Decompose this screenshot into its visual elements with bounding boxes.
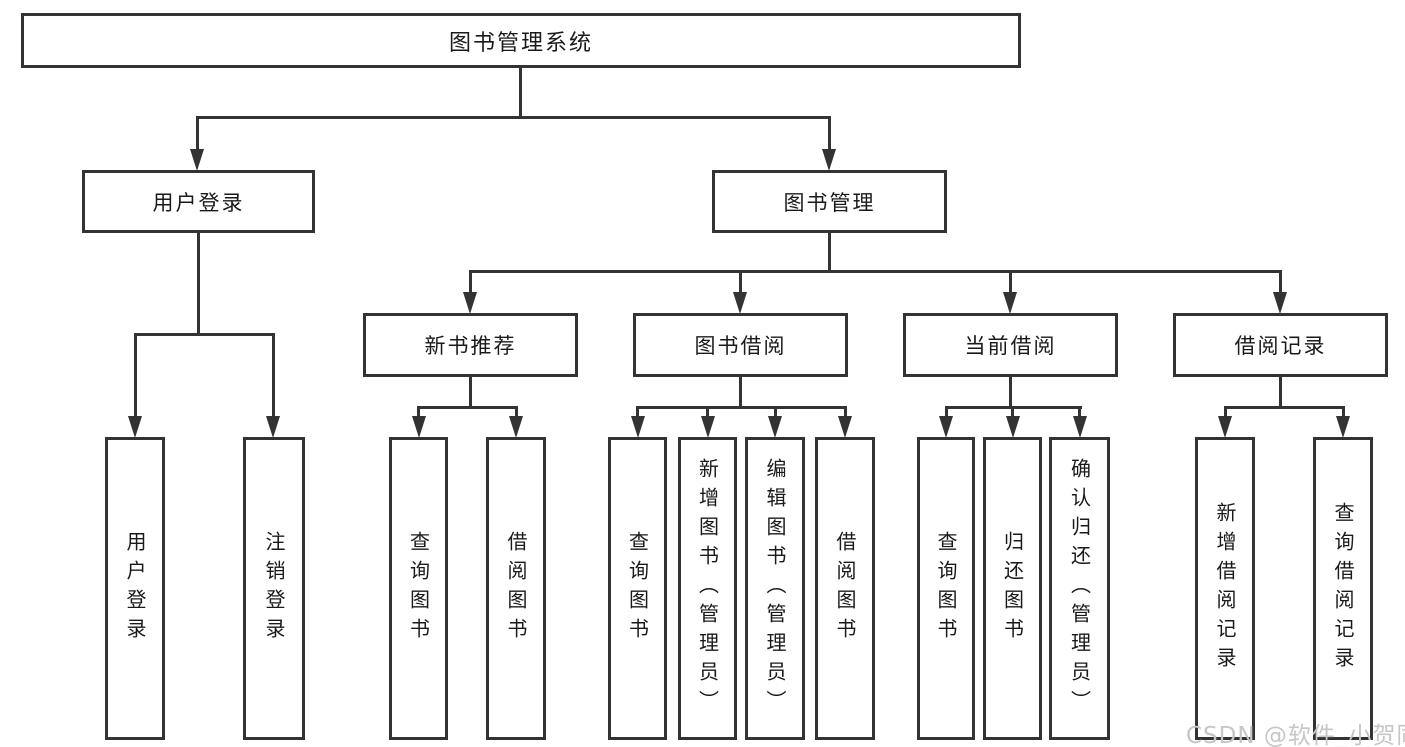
node-logout-leaf: 注销登录 — [243, 437, 305, 740]
connector-line — [706, 406, 709, 419]
connector-line — [195, 116, 831, 119]
connector-line — [1008, 377, 1012, 409]
arrow-down-icon — [1218, 416, 1232, 438]
node-current-borrowing: 当前借阅 — [903, 313, 1118, 377]
connector-line — [196, 233, 200, 336]
node-book-borrowing: 图书借阅 — [633, 313, 848, 377]
connector-line — [468, 270, 472, 295]
arrow-down-icon — [1003, 292, 1017, 314]
connector-line — [518, 68, 522, 118]
arrow-down-icon — [939, 416, 953, 438]
connector-line — [773, 406, 777, 419]
node-add-books-admin-label: 新增图书（管理员） — [695, 458, 720, 719]
arrow-down-icon — [1072, 416, 1087, 438]
arrow-down-icon — [190, 149, 204, 171]
connector-line — [1278, 377, 1282, 409]
node-library-system: 图书管理系统 — [21, 13, 1021, 68]
node-rec-query-books-label: 查询图书 — [406, 530, 431, 647]
arrow-down-icon — [768, 416, 782, 438]
arrow-down-icon — [1005, 416, 1020, 438]
node-new-book-recommend: 新书推荐 — [363, 313, 578, 377]
node-user-login-leaf-label: 用户登录 — [123, 530, 147, 647]
connector-line — [1278, 270, 1282, 295]
node-book-borrowing-label: 图书借阅 — [694, 334, 787, 358]
node-add-borrow-record-label: 新增借阅记录 — [1213, 501, 1237, 676]
connector-line — [1223, 406, 1227, 419]
arrow-down-icon — [822, 149, 836, 171]
connector-line — [195, 116, 199, 152]
node-user-login: 用户登录 — [82, 170, 315, 233]
node-rec-borrow-books-label: 借阅图书 — [504, 530, 528, 647]
node-borrow-borrow-books-label: 借阅图书 — [833, 530, 857, 647]
connector-line — [514, 406, 518, 419]
connector-line — [843, 406, 847, 419]
arrow-down-icon — [266, 416, 280, 438]
node-logout-leaf-label: 注销登录 — [262, 530, 286, 647]
node-edit-books-admin: 编辑图书（管理员） — [745, 437, 805, 740]
connector-line — [1078, 406, 1081, 419]
connector-line — [417, 406, 518, 409]
node-current-query-books-label: 查询图书 — [934, 530, 958, 647]
connector-line — [468, 377, 472, 409]
connector-line — [133, 333, 137, 417]
connector-line — [738, 377, 742, 409]
node-rec-borrow-books: 借阅图书 — [486, 437, 546, 740]
connector-line — [133, 333, 275, 336]
connector-line — [468, 270, 1282, 273]
connector-line — [271, 333, 275, 417]
connector-line — [738, 270, 742, 295]
arrow-down-icon — [838, 416, 852, 438]
arrow-down-icon — [733, 292, 747, 314]
node-return-books-label: 归还图书 — [1000, 530, 1025, 647]
node-query-borrow-record-label: 查询借阅记录 — [1331, 501, 1355, 676]
connector-line — [1008, 270, 1012, 295]
node-user-login-leaf: 用户登录 — [105, 437, 165, 740]
arrow-down-icon — [630, 416, 645, 438]
arrow-down-icon — [509, 416, 523, 438]
node-book-management-label: 图书管理 — [783, 190, 876, 215]
node-query-borrow-record: 查询借阅记录 — [1313, 437, 1373, 740]
node-borrow-query-books-label: 查询图书 — [625, 530, 650, 647]
connector-line — [1011, 406, 1014, 419]
connector-line — [636, 406, 639, 419]
arrow-down-icon — [411, 416, 426, 438]
node-borrow-query-books: 查询图书 — [608, 437, 667, 740]
node-edit-books-admin-label: 编辑图书（管理员） — [763, 458, 787, 719]
node-borrowing-records-label: 借阅记录 — [1234, 334, 1327, 358]
node-current-query-books: 查询图书 — [917, 437, 975, 740]
arrow-down-icon — [128, 416, 142, 438]
node-borrowing-records: 借阅记录 — [1173, 313, 1388, 377]
connector-line — [944, 406, 948, 419]
arrow-down-icon — [1336, 416, 1350, 438]
node-borrow-borrow-books: 借阅图书 — [815, 437, 875, 740]
connector-line — [827, 233, 831, 273]
connector-line — [417, 406, 420, 419]
arrow-down-icon — [700, 416, 715, 438]
node-confirm-return-admin: 确认归还（管理员） — [1049, 437, 1110, 740]
node-return-books: 归还图书 — [983, 437, 1042, 740]
connector-line — [827, 116, 831, 152]
node-current-borrowing-label: 当前借阅 — [964, 334, 1057, 358]
node-new-book-recommend-label: 新书推荐 — [424, 334, 517, 358]
connector-line — [1341, 406, 1345, 419]
node-add-books-admin: 新增图书（管理员） — [678, 437, 737, 740]
node-confirm-return-admin-label: 确认归还（管理员） — [1067, 458, 1092, 719]
connector-line — [636, 406, 847, 409]
node-rec-query-books: 查询图书 — [389, 437, 448, 740]
node-book-management: 图书管理 — [712, 170, 947, 233]
node-library-system-label: 图书管理系统 — [448, 30, 593, 56]
node-user-login-label: 用户登录 — [152, 190, 245, 215]
node-add-borrow-record: 新增借阅记录 — [1195, 437, 1255, 740]
csdn-watermark: CSDN @软件_小贺同学 — [1186, 723, 1405, 747]
arrow-down-icon — [463, 292, 477, 314]
arrow-down-icon — [1273, 292, 1287, 314]
connector-line — [1223, 406, 1345, 409]
